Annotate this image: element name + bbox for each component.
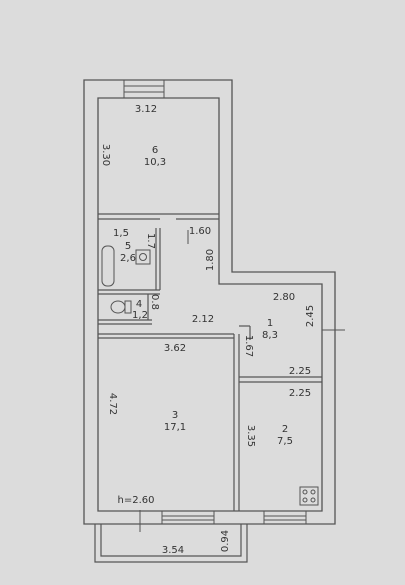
dim-balcony-depth: 0.94: [220, 530, 231, 552]
dim-room2-length: 3.35: [245, 425, 256, 447]
dim-room4-length: 0.8: [149, 294, 160, 310]
outer-walls: [83, 79, 336, 525]
room-1-area: 8,3: [262, 330, 278, 341]
dim-corridor-length: 1.80: [205, 249, 216, 271]
dim-room3-length: 4.72: [107, 393, 118, 415]
window-bottom-right: [263, 510, 307, 525]
room-6-number: 6: [152, 145, 158, 156]
ceiling-height: h=2.60: [118, 495, 155, 506]
room-4-number: 4: [136, 299, 142, 310]
window-bottom-left: [161, 510, 215, 525]
balcony: [94, 524, 248, 563]
bathtub-icon: [101, 245, 115, 287]
toilet-icon: [110, 300, 132, 314]
room-4-area: 1,2: [132, 310, 148, 321]
room-5-number: 5: [125, 241, 131, 252]
room-2-number: 2: [282, 424, 288, 435]
dim-room5-width: 1,5: [113, 228, 129, 239]
stove-icon: [299, 486, 319, 506]
dim-balcony-width: 3.54: [162, 545, 184, 556]
room-2-area: 7,5: [277, 436, 293, 447]
room-3-number: 3: [172, 410, 178, 421]
window-top: [123, 79, 165, 99]
dim-room5-length: 1.7: [145, 233, 156, 249]
inner-walls: [98, 213, 322, 511]
dim-room1-length2: 1.67: [243, 335, 254, 357]
room-1-number: 1: [267, 318, 273, 329]
dim-room2-top: 2.25: [289, 366, 311, 377]
room-6-area: 10,3: [144, 157, 166, 168]
room-5-area: 2,6: [120, 253, 136, 264]
dim-room6-width: 3.12: [135, 104, 157, 115]
sink-icon: [135, 249, 151, 265]
room-3-area: 17,1: [164, 422, 186, 433]
dim-corridor-width: 2.12: [192, 314, 214, 325]
dim-room2-top2: 2.25: [289, 388, 311, 399]
dim-hall-width: 1.60: [189, 226, 211, 237]
dimension-ticks: [139, 230, 345, 532]
dim-room1-length: 2.45: [305, 305, 316, 327]
dim-room1-width: 2.80: [273, 292, 295, 303]
dim-room6-length: 3.30: [100, 144, 111, 166]
dim-room3-width: 3.62: [164, 343, 186, 354]
